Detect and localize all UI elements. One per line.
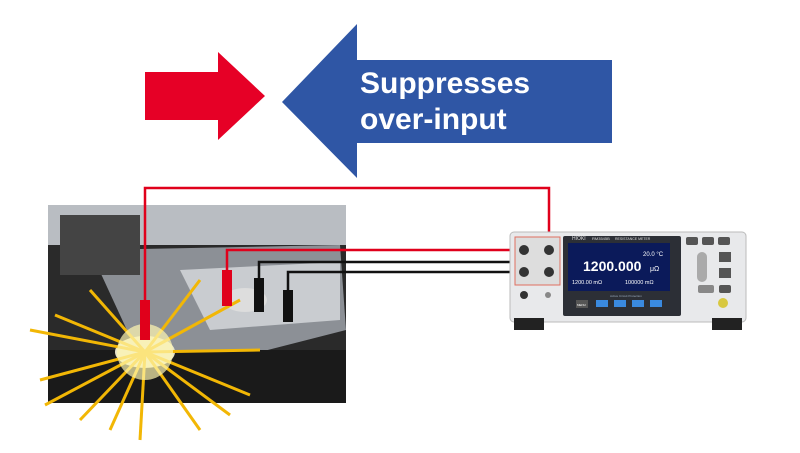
type-label: RESISTANCE METER — [615, 237, 651, 241]
range-up-button[interactable] — [719, 252, 731, 262]
speed-button[interactable] — [719, 285, 731, 293]
caption-text: Suppresses over-input — [360, 66, 530, 138]
feature-label: Active Circuit Protection — [610, 294, 642, 298]
red-arrow-right — [145, 52, 265, 140]
upper-reading: 1200.00 mΩ — [572, 280, 602, 286]
caption-line-2: over-input — [360, 103, 507, 136]
f3-button[interactable] — [632, 300, 644, 307]
range-down-button[interactable] — [719, 268, 731, 278]
power-button[interactable] — [718, 298, 728, 308]
f1-button[interactable] — [596, 300, 608, 307]
temperature-readout: 20.0 °C — [643, 252, 664, 258]
caption-line-1: Suppresses — [360, 67, 531, 100]
f4-button[interactable] — [650, 300, 662, 307]
arrow-keypad[interactable] — [697, 252, 707, 282]
lower-reading: 100000 mΩ — [625, 280, 654, 286]
model-label: RM3545B — [592, 236, 610, 241]
f2-button[interactable] — [614, 300, 626, 307]
auto-button[interactable] — [718, 237, 730, 245]
enter-button[interactable] — [698, 285, 714, 293]
resistance-meter: HIOKI RM3545B RESISTANCE METER 20.0 °C 1… — [509, 231, 747, 330]
main-unit: μΩ — [650, 266, 659, 273]
blue-arrow-left — [282, 24, 612, 178]
panel-button[interactable] — [702, 237, 714, 245]
main-reading: 1200.000 — [583, 258, 642, 274]
brand-label: HIOKI — [572, 236, 586, 242]
comp-button[interactable] — [686, 237, 698, 245]
menu-button[interactable]: MENU — [577, 303, 586, 307]
